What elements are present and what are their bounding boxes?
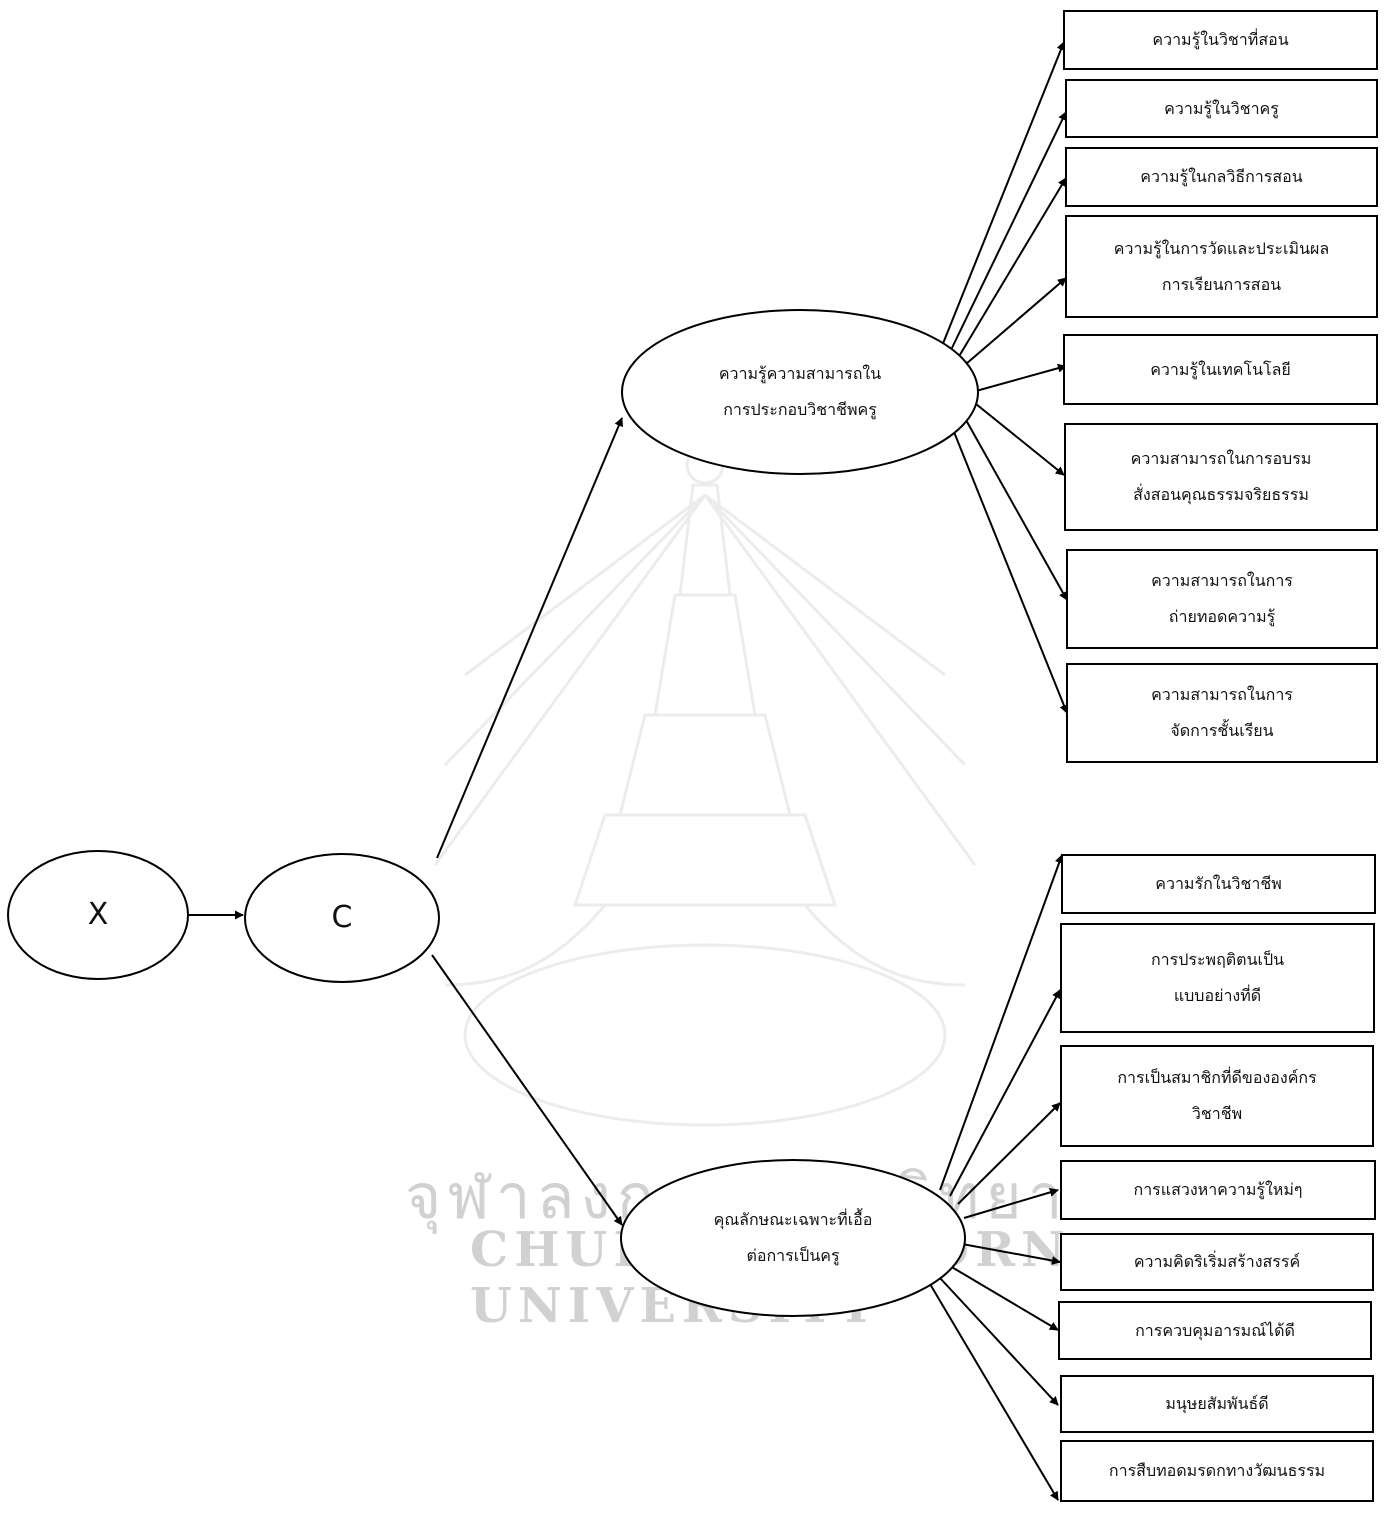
b1-item-4-line-2: การเรียนการสอน — [1161, 274, 1282, 294]
b2-item-2-line-2: แบบอย่างที่ดี — [1173, 986, 1262, 1005]
b1-item-3: ความรู้ในกลวิธีการสอน — [1066, 148, 1377, 206]
b2-item-6-box — [1058, 1301, 1372, 1360]
b2-item-5-box — [1060, 1233, 1374, 1291]
b2-item-3-box — [1060, 1045, 1374, 1147]
b2-item-1-box — [1061, 854, 1376, 914]
edge-b2-item-3 — [957, 1102, 1061, 1205]
watermark-emblem — [405, 345, 1005, 1245]
b1-item-2: ความรู้ในวิชาครู — [1066, 80, 1377, 137]
branch-1-line-2: การประกอบวิชาชีพครู — [723, 400, 877, 419]
b2-item-7-label: มนุษยสัมพันธ์ดี — [1165, 1394, 1269, 1413]
edge-b1-item-3 — [957, 177, 1067, 359]
b2-item-4-box — [1060, 1160, 1376, 1220]
b2-item-3-line-2: วิชาชีพ — [1191, 1104, 1243, 1123]
b1-item-1: ความรู้ในวิชาที่สอน — [1064, 11, 1377, 69]
b1-item-6-box — [1064, 423, 1378, 531]
edge-b2-item-4 — [963, 1187, 1059, 1219]
edge-b1-item-5 — [975, 363, 1067, 392]
edge-b1-item-1 — [941, 41, 1066, 347]
node-c: C — [245, 854, 439, 982]
b1-item-8-box — [1066, 663, 1378, 763]
b2-item-6: การควบคุมอารมณ์ได้ดี — [1059, 1302, 1371, 1359]
b2-item-5-label: ความคิดริเริ่มสร้างสรรค์ — [1133, 1252, 1301, 1271]
branch-2-line-2: ต่อการเป็นครู — [746, 1246, 840, 1265]
node-c-shape — [244, 853, 440, 983]
edge-b1-item-2 — [949, 111, 1067, 353]
b2-item-1-label: ความรักในวิชาชีพ — [1155, 874, 1282, 893]
b2-item-7-box — [1060, 1375, 1374, 1433]
edge-b2-item-8 — [929, 1283, 1059, 1501]
b1-item-7-line-1: ความสามารถในการ — [1151, 571, 1293, 590]
b2-item-2-line-1: การประพฤติตนเป็น — [1150, 950, 1285, 969]
node-x: X — [8, 851, 188, 979]
b1-item-8: ความสามารถในการ จัดการชั้นเรียน — [1067, 664, 1377, 762]
branch-2-node: คุณลักษณะเฉพาะที่เอื้อ ต่อการเป็นครู — [621, 1160, 965, 1316]
b2-item-7: มนุษยสัมพันธ์ดี — [1061, 1376, 1373, 1432]
b1-item-8-line-2: จัดการชั้นเรียน — [1170, 721, 1274, 740]
b2-item-4: การแสวงหาความรู้ใหม่ๆ — [1061, 1161, 1375, 1219]
b1-item-8-line-1: ความสามารถในการ — [1151, 685, 1293, 704]
b1-item-5: ความรู้ในเทคโนโลยี — [1064, 335, 1377, 404]
node-x-shape — [7, 850, 189, 980]
edge-c-to-branch-2 — [431, 954, 623, 1226]
edge-b1-item-8 — [953, 431, 1069, 714]
b1-item-7-box — [1066, 549, 1378, 649]
edge-b2-item-7 — [939, 1277, 1059, 1406]
edge-b2-item-5 — [961, 1243, 1061, 1265]
edge-c-to-branch-1 — [436, 417, 624, 859]
edge-b2-item-1 — [939, 854, 1064, 1191]
b2-item-8: การสืบทอดมรดกทางวัฒนธรรม — [1061, 1441, 1373, 1501]
b2-item-8-box — [1060, 1440, 1374, 1502]
edge-b1-item-6 — [975, 403, 1065, 476]
b1-item-3-box — [1065, 147, 1378, 207]
b1-item-5-label: ความรู้ในเทคโนโลยี — [1150, 359, 1291, 379]
node-c-label: C — [331, 900, 353, 935]
b2-item-2: การประพฤติตนเป็น แบบอย่างที่ดี — [1061, 924, 1374, 1032]
b1-item-6-line-1: ความสามารถในการอบรม — [1130, 449, 1312, 468]
b1-item-6: ความสามารถในการอบรม สั่งสอนคุณธรรมจริยธร… — [1065, 424, 1377, 530]
b1-item-4-box — [1065, 215, 1378, 318]
b1-item-2-box — [1065, 79, 1378, 138]
b2-item-3-line-1: การเป็นสมาชิกที่ดีขององค์กร — [1117, 1068, 1317, 1087]
b1-item-1-box — [1063, 10, 1378, 70]
b2-item-6-label: การควบคุมอารมณ์ได้ดี — [1135, 1320, 1295, 1340]
b1-item-1-label: ความรู้ในวิชาที่สอน — [1152, 30, 1289, 49]
b1-item-5-box — [1063, 334, 1378, 405]
b1-item-3-label: ความรู้ในกลวิธีการสอน — [1140, 167, 1303, 186]
b2-item-1: ความรักในวิชาชีพ — [1062, 855, 1375, 913]
b2-item-8-label: การสืบทอดมรดกทางวัฒนธรรม — [1108, 1461, 1326, 1480]
edge-b2-item-6 — [949, 1265, 1059, 1331]
edge-b2-item-2 — [949, 989, 1061, 1197]
b1-item-2-label: ความรู้ในวิชาครู — [1164, 98, 1279, 118]
branch-1-line-1: ความรู้ความสามารถใน — [718, 364, 882, 383]
b1-item-4: ความรู้ในการวัดและประเมินผล การเรียนการส… — [1066, 216, 1377, 317]
edge-b1-item-4 — [965, 277, 1067, 365]
b2-item-3: การเป็นสมาชิกที่ดีขององค์กร วิชาชีพ — [1061, 1046, 1373, 1146]
branch-2-shape — [620, 1159, 966, 1317]
b2-item-4-label: การแสวงหาความรู้ใหม่ๆ — [1133, 1180, 1303, 1199]
b1-item-7: ความสามารถในการ ถ่ายทอดความรู้ — [1067, 550, 1377, 648]
edge-b1-item-7 — [965, 419, 1068, 601]
b1-item-4-line-1: ความรู้ในการวัดและประเมินผล — [1113, 238, 1330, 258]
node-x-label: X — [87, 897, 109, 932]
b2-item-2-box — [1060, 923, 1375, 1033]
b1-item-6-line-2: สั่งสอนคุณธรรมจริยธรรม — [1133, 485, 1309, 504]
branch-1-node: ความรู้ความสามารถใน การประกอบวิชาชีพครู — [622, 310, 978, 474]
b2-item-5: ความคิดริเริ่มสร้างสรรค์ — [1061, 1234, 1373, 1290]
branch-1-shape — [621, 309, 979, 475]
b1-item-7-line-2: ถ่ายทอดความรู้ — [1168, 607, 1276, 626]
branch-2-line-1: คุณลักษณะเฉพาะที่เอื้อ — [713, 1210, 873, 1229]
